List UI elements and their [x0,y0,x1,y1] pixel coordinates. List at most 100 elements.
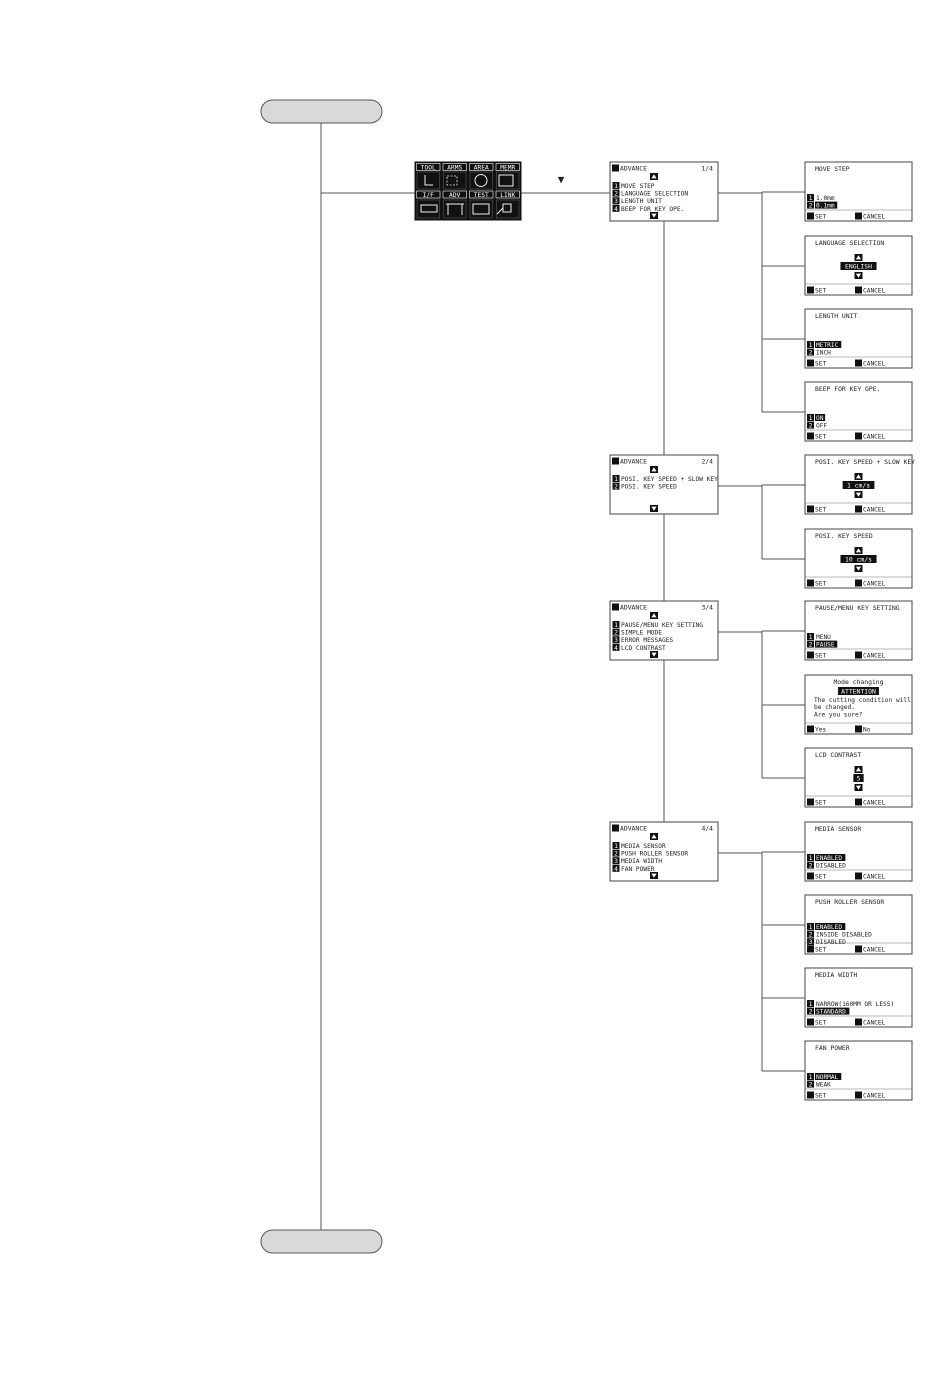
footer-left-label: SET [815,874,826,881]
screen-title: MEDIA SENSOR [815,825,861,833]
selected-number-box-icon [807,861,814,869]
up-arrow-glyph [855,474,862,479]
screen-title: PAUSE/MENU KEY SETTING [815,604,900,612]
value-highlight [840,555,877,563]
menu-icon-cell [443,199,467,219]
menu-icon-cell [496,199,520,219]
menu-tab-if [416,190,441,199]
item-number: 2 [614,850,618,858]
footer-right-label: CANCEL [863,947,886,954]
menu-tab-tool [416,163,441,171]
selected-number-box-icon [807,348,814,356]
screen-title: ADVANCE [620,165,647,173]
value-highlight [840,262,877,270]
footer-left-label: SET [815,288,826,295]
item-number: 1 [614,182,618,190]
cancel-key-icon [855,286,862,294]
option-label: 1.0mm [816,195,835,202]
option-label-selected: PAUSE [816,642,835,649]
screen-border [804,674,913,735]
item-number: 2 [809,202,813,210]
item-number: 1 [809,1073,813,1081]
selected-option-highlight [815,1073,842,1080]
footer-left-label: SET [815,581,826,588]
down-arrow-icon: ▼ [558,173,565,186]
selected-number-box-icon [807,341,814,348]
screen-border [609,600,719,661]
selected-number-box-icon [807,1007,814,1015]
enter-key-icon [807,651,814,659]
screen-border [609,454,719,515]
down-arrow-glyph [651,506,657,511]
down-arrow-glyph [855,566,862,571]
screen-border [609,821,719,882]
setting-value: 5 [857,774,861,782]
menu-item-label: MOVE STEP [621,183,655,190]
selected-number-box-icon [612,628,620,636]
item-number: 2 [809,349,813,357]
cancel-key-icon [855,1091,862,1099]
down-arrow-glyph [855,273,862,278]
item-number: 1 [809,1000,813,1008]
menu-tab-label: LINK [500,192,515,199]
enter-key-icon [807,286,814,294]
screen-title: MOVE STEP [815,165,850,173]
enter-key-icon [807,359,814,367]
menu-tab-area [469,163,494,171]
arms-icon [446,175,458,186]
footer-right-label: CANCEL [863,1093,886,1100]
screen-title: Mode changing [833,678,883,686]
enter-key-icon [807,798,814,806]
attention-badge-label: ATTENTION [841,687,876,695]
menu-item-label: FAN POWER [621,866,655,873]
down-arrow-glyph [651,213,657,218]
selected-number-box-icon [612,482,620,490]
screen-border [804,821,913,882]
no-key-icon [855,725,862,733]
menu-tab-label: AREA [474,164,489,171]
menu-icon-cell [469,171,493,190]
menu-tab-memr [495,163,520,171]
screen-title: BEEP FOR KEY OPE. [815,385,880,393]
down-arrow-glyph [855,492,862,497]
area-icon [474,174,488,187]
tool-icon [424,175,433,186]
footer-left-label: SET [815,361,826,368]
message-line: The cutting condition will [814,697,911,704]
memory-icon [498,174,514,187]
item-number: 2 [809,1081,813,1089]
yes-key-icon [807,725,814,733]
item-number: 2 [614,190,618,198]
message-line: be changed. [814,704,855,711]
screen-border [804,600,913,661]
item-number: 2 [809,641,813,649]
selected-number-box-icon [612,189,620,197]
menu-tab-label: ADV [449,192,460,199]
menu-tab-label: I/F [423,192,434,199]
screen-border [609,161,719,222]
item-number: 1 [809,341,813,349]
option-label: WEAK [816,1082,831,1089]
menu-tab-link [495,190,520,199]
option-label-selected: ON [816,415,824,422]
link-icon [496,203,512,215]
up-arrow-glyph [651,467,657,472]
footer-left-label: SET [815,947,826,954]
footer-right-label: CANCEL [863,581,886,588]
menu-item-label: LANGUAGE SELECTION [621,191,688,198]
menu-tab-test [469,190,494,199]
screen-title: PUSH ROLLER SENSOR [815,898,884,906]
interface-icon [420,204,438,213]
screen-border [804,1040,913,1101]
item-number: 2 [809,862,813,870]
option-label-selected: METRIC [816,342,839,349]
selected-option-highlight [815,201,838,209]
cancel-key-icon [855,872,862,880]
selected-option-highlight [815,414,826,421]
